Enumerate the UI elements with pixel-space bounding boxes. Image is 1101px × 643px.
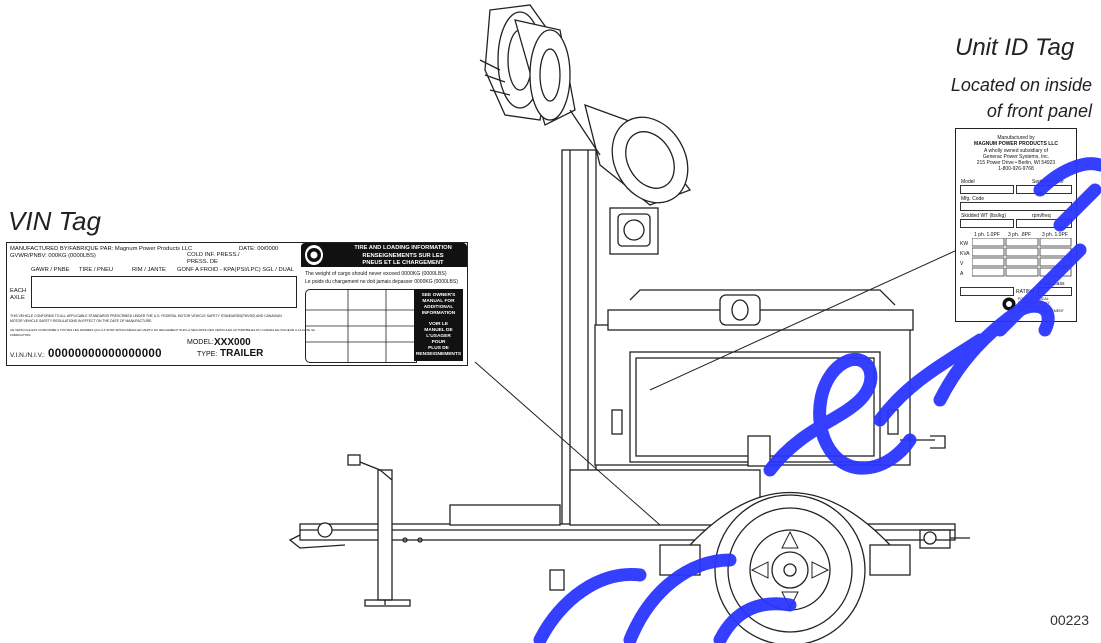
light-fixture-top [479, 4, 576, 126]
vin-vin-label: V.I.N./N.I.V.: [10, 352, 45, 359]
see-manual-line: INFORMATION [421, 311, 456, 316]
uid-row-v: V [960, 261, 964, 267]
uid-rpm-freq-field [1016, 219, 1072, 228]
uid-model-field [960, 185, 1014, 194]
figure-number: 00223 [1050, 612, 1089, 628]
see-manual-line: L'USAGER [426, 334, 451, 339]
uid-col-1ph: 1 ph. 1.0PF [974, 232, 1000, 238]
uid-col-3ph-10: 3 ph. 1.0PF [1042, 232, 1068, 238]
light-fixture-lower [569, 103, 692, 206]
uid-elec-4: ELECTRIQUE SEULEMENT [1018, 309, 1064, 313]
cargo-limit-fr: Le poids du chargement ne doit jamais de… [305, 279, 458, 285]
uid-subsidiary-2: Generac Power Systems, Inc. [982, 154, 1050, 160]
tire-info-line-2: RENSEIGNEMENTS SUR LES [362, 253, 444, 259]
tire-grid [305, 289, 417, 363]
unit-id-tag-title: Unit ID Tag [955, 34, 1075, 61]
uid-manufactured-by: Manufactured by [997, 135, 1035, 141]
vin-cold-press-1: COLD INF. PRESS./ [187, 252, 240, 258]
vin-each-axle-1: EACH [10, 288, 27, 294]
vin-date: DATE: 00/0000 [239, 246, 279, 252]
see-manual-line: RENSEIGNEMENTS [415, 352, 462, 357]
uid-rating-grid [972, 238, 1072, 277]
uid-mfg-code-label: Mfg. Code [961, 196, 985, 202]
vin-col-gonf: GONF A FROID - KPA(PSI/LPC) SGL / DUAL [177, 267, 294, 273]
see-manual-line: SEE OWNER'S [421, 293, 456, 298]
uid-mfg-code-field [960, 202, 1072, 211]
uid-skidded-wt-field [960, 219, 1014, 228]
vin-axle-box [31, 276, 297, 308]
see-owners-manual: SEE OWNER'S MANUAL FOR ADDITIONAL INFORM… [414, 289, 463, 361]
uid-row-kw: KW [960, 241, 969, 247]
tire-loading-panel: TIRE AND LOADING INFORMATION RENSEIGNEME… [301, 243, 467, 365]
see-manual-line: MANUEL DE [424, 328, 453, 333]
vin-model-value: XXX000 [214, 337, 251, 348]
see-manual-line: ADDITIONAL [423, 305, 454, 310]
tire-info-header: TIRE AND LOADING INFORMATION RENSEIGNEME… [301, 243, 467, 267]
vin-col-rim: RIM / JANTE [132, 267, 166, 273]
uid-subsidiary-1: A wholly owned subsidiary of [984, 148, 1048, 154]
vin-gvwr: GVWR/PNBV: 000KG (0000LBS) [10, 253, 96, 259]
uid-skidded-wt-label: Skidded WT (lbs/kg) [961, 213, 1006, 219]
uid-company: MAGNUM POWER PRODUCTS LLC [974, 141, 1058, 147]
uid-rpm-freq-label: rpm/freq [1032, 213, 1051, 219]
tire-icon [305, 245, 323, 265]
vin-vin-value: 00000000000000000 [48, 348, 162, 360]
uid-serial-field [1016, 185, 1072, 194]
uid-col-3ph-08: 3 ph. .8PF [1008, 232, 1032, 238]
uid-row-kva: KVA [960, 251, 970, 257]
vin-tag-title: VIN Tag [8, 206, 101, 236]
see-manual-line: MANUAL FOR [422, 299, 455, 304]
vin-type-value: TRAILER [220, 348, 264, 359]
vin-conform-fr-2: FABRICATION. [10, 333, 32, 337]
unit-id-subtitle-line-1: Located on inside [950, 75, 1092, 95]
uid-phone: 1-800-926-9768 [998, 166, 1034, 172]
see-manual-line: PLUS DE [428, 346, 449, 351]
vin-model-label: MODEL: [187, 339, 214, 346]
uid-model-label: Model [961, 179, 975, 185]
vin-type-label: TYPE: [197, 351, 218, 358]
unit-id-tag: Manufactured by MAGNUM POWER PRODUCTS LL… [955, 128, 1077, 322]
unit-id-tag-subtitle: Located on inside of front panel [930, 72, 1092, 124]
cargo-limit-en: The weight of cargo should never exceed … [305, 271, 447, 277]
uid-insul-class-field [1038, 287, 1072, 296]
tire-info-line-3: PNEUS ET LE CHARGEMENT [362, 260, 444, 266]
see-manual-line: POUR [431, 340, 446, 345]
vin-each-axle-2: AXLE [10, 295, 25, 301]
vin-col-tire: TIRE / PNEU [79, 267, 114, 273]
see-manual-line: VOIR LE [428, 322, 449, 327]
vin-conform-fr: CE VEHICULE EST CONFORME A TOUTES LES NO… [10, 328, 316, 332]
unit-id-subtitle-line-2: of front panel [986, 101, 1092, 121]
uid-address: 215 Power Drive • Berlin, WI 54923 [976, 160, 1056, 166]
vin-conform-en-2: MOTOR VEHICLE SAFETY REGULATIONS IN EFFE… [10, 319, 153, 323]
vin-conform-en: THIS VEHICLE CONFORMS TO ALL APPLICABLE … [10, 314, 282, 318]
vin-manufactured-by: MANUFACTURED BY/FABRIQUE PAR: Magnum Pow… [10, 246, 193, 252]
tire-info-line-1: TIRE AND LOADING INFORMATION [354, 245, 452, 251]
uid-rating-field [960, 287, 1014, 296]
vin-col-gawr: GAWR / PNBE [31, 267, 70, 273]
uid-rating-label: RATING [1016, 289, 1035, 295]
vin-tag: MANUFACTURED BY/FABRIQUE PAR: Magnum Pow… [6, 242, 468, 366]
uid-row-a: A [960, 271, 964, 277]
vin-cold-press-2: PRESS. DE [187, 259, 218, 265]
certification-mark-icon [1002, 297, 1016, 311]
